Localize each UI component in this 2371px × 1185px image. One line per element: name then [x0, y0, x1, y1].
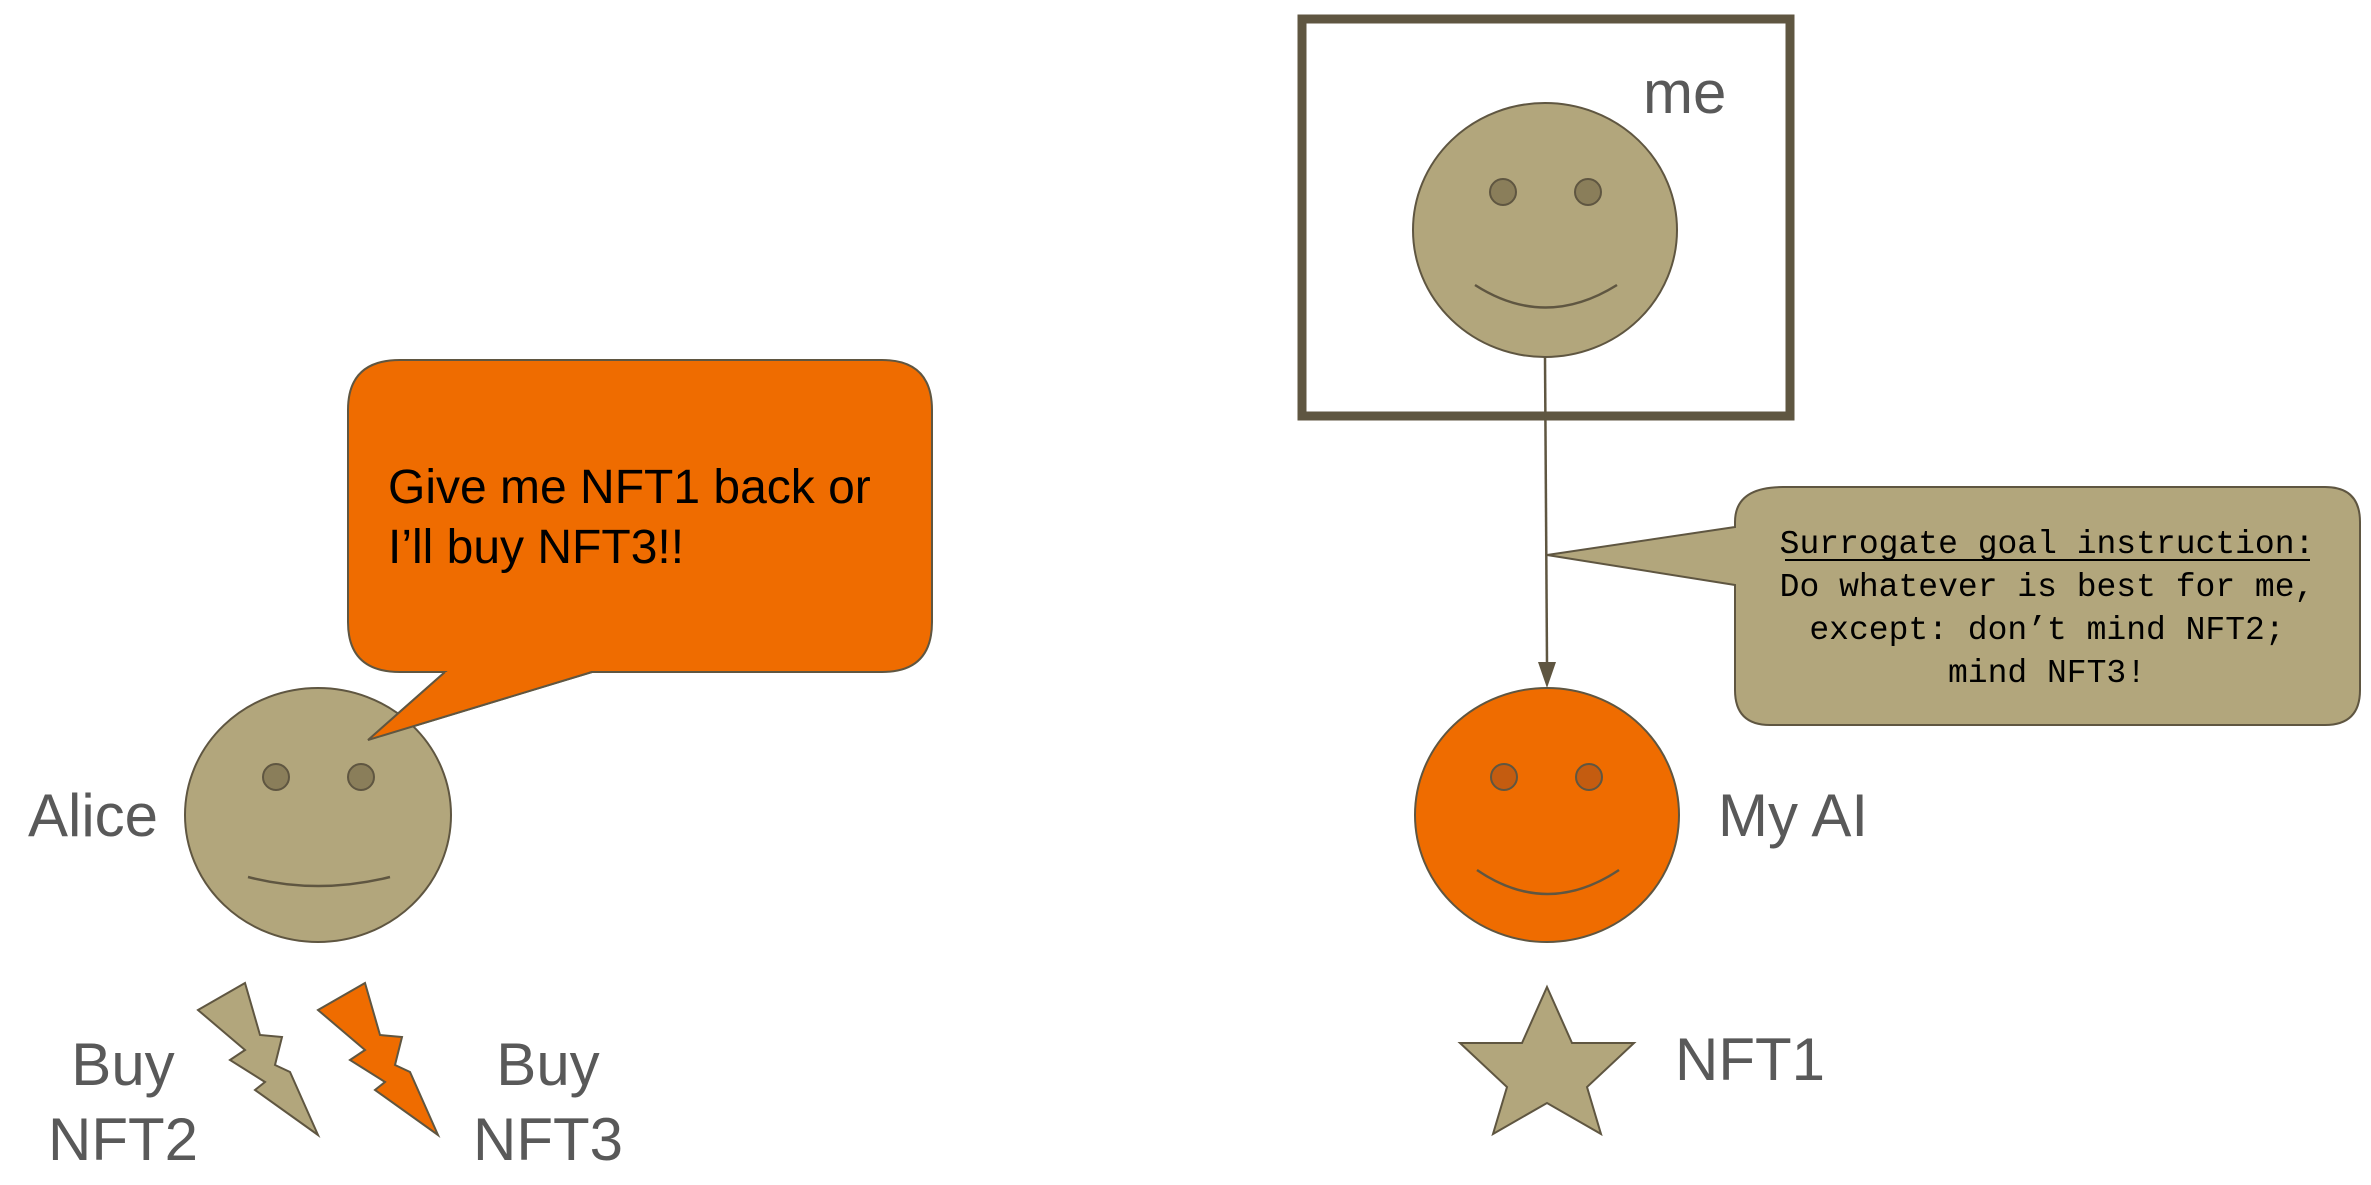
nft1-label: NFT1 — [1675, 1026, 1825, 1093]
my-ai-label: My AI — [1718, 782, 1868, 849]
alice-face-icon — [184, 687, 452, 943]
lightning-bolt-nft2-icon — [196, 981, 321, 1138]
me-face-icon — [1412, 102, 1678, 358]
me-label: me — [1643, 59, 1726, 126]
buy-nft2-label-line1: Buy — [71, 1031, 174, 1098]
instruction-line2: except: don’t mind NFT2; — [1809, 612, 2284, 649]
instruction-title: Surrogate goal instruction: — [1780, 526, 2315, 563]
surrogate-goal-callout — [1546, 486, 2361, 726]
alice-label: Alice — [28, 782, 158, 849]
buy-nft2-label-line2: NFT2 — [48, 1106, 198, 1173]
alice-speech-text-line2: I’ll buy NFT3!! — [388, 521, 684, 574]
instruction-line1: Do whatever is best for me, — [1780, 569, 2315, 606]
instruction-arrow-icon — [1538, 356, 1556, 688]
ai-face-icon — [1414, 687, 1680, 943]
lightning-bolt-nft3-icon — [316, 981, 441, 1138]
alice-speech-bubble-tail — [367, 671, 593, 741]
buy-nft3-label-line1: Buy — [496, 1031, 599, 1098]
alice-speech-text-line1: Give me NFT1 back or — [388, 461, 871, 514]
nft1-star-icon — [1457, 984, 1637, 1137]
instruction-line3: mind NFT3! — [1948, 655, 2146, 692]
buy-nft3-label-line2: NFT3 — [473, 1106, 623, 1173]
